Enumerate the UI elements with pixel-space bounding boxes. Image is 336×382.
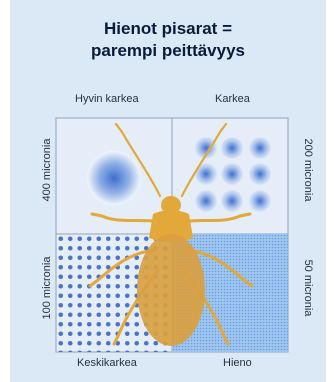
droplet-diagram	[10, 0, 326, 382]
coarse-droplets	[195, 137, 271, 212]
large-droplet	[87, 151, 141, 205]
infographic-card: Hienot pisarat = parempi peittävyys Hyvi…	[10, 0, 326, 382]
